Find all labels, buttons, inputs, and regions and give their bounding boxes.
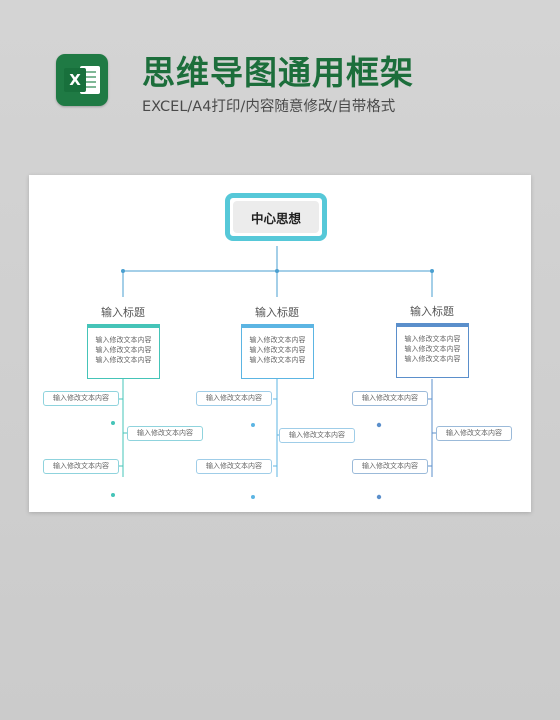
branch-1-textbox: 输入修改文本内容 输入修改文本内容 输入修改文本内容 — [87, 328, 160, 379]
branch-2-subnode: 输入修改文本内容 — [196, 391, 272, 406]
branch-3-subnode: 输入修改文本内容 — [352, 391, 428, 406]
excel-icon: X — [56, 54, 108, 106]
branch-1-title: 输入标题 — [101, 306, 145, 319]
branch-1-bar — [87, 324, 160, 328]
branch-2-line: 输入修改文本内容 — [249, 356, 306, 364]
page-subtitle: EXCEL/A4打印/内容随意修改/自带格式 — [142, 99, 396, 115]
mindmap-preview-card: 中心思想 输入标题 输入修改文本内容 输入修改文本内容 输入修改文本内容 输入修… — [29, 175, 531, 512]
branch-2-title: 输入标题 — [255, 306, 299, 319]
branch-1-subnode: 输入修改文本内容 — [43, 391, 119, 406]
branch-2-subnode: 输入修改文本内容 — [196, 459, 272, 474]
branch-3-line: 输入修改文本内容 — [404, 355, 461, 363]
branch-2-line: 输入修改文本内容 — [249, 336, 306, 344]
bus-dot-1 — [121, 269, 125, 273]
branch-3-subnode: 输入修改文本内容 — [352, 459, 428, 474]
central-node-label: 中心思想 — [233, 201, 319, 233]
branch-1-line: 输入修改文本内容 — [95, 346, 152, 354]
branch-1-line: 输入修改文本内容 — [95, 356, 152, 364]
branch-2-bar — [241, 324, 314, 328]
bus-dot-2 — [275, 269, 279, 273]
branch-2-subnode: 输入修改文本内容 — [279, 428, 355, 443]
branch-3-bar — [396, 323, 469, 327]
branch-3-line: 输入修改文本内容 — [404, 345, 461, 353]
page-title: 思维导图通用框架 — [142, 53, 414, 92]
central-node: 中心思想 — [225, 193, 327, 241]
branch-1-line: 输入修改文本内容 — [95, 336, 152, 344]
excel-x-badge: X — [64, 68, 86, 92]
branch-1-subnode: 输入修改文本内容 — [43, 459, 119, 474]
branch-3-textbox: 输入修改文本内容 输入修改文本内容 输入修改文本内容 — [396, 327, 469, 378]
branch-2-textbox: 输入修改文本内容 输入修改文本内容 输入修改文本内容 — [241, 328, 314, 379]
branch-3-line: 输入修改文本内容 — [404, 335, 461, 343]
bus-dot-3 — [430, 269, 434, 273]
branch-3-title: 输入标题 — [410, 305, 454, 318]
branch-2-line: 输入修改文本内容 — [249, 346, 306, 354]
branch-3-subnode: 输入修改文本内容 — [436, 426, 512, 441]
branch-1-subnode: 输入修改文本内容 — [127, 426, 203, 441]
